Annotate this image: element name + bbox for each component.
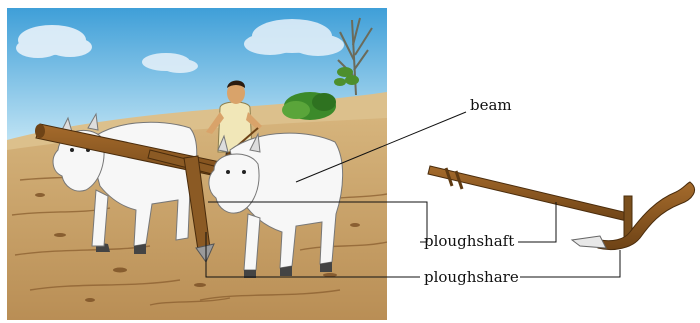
ploughshaft-label: ploughshaft bbox=[424, 232, 514, 250]
ploughshare-leader-right bbox=[520, 250, 620, 277]
ploughing-scene-illustration bbox=[7, 8, 387, 320]
ploughshaft-leader-right bbox=[518, 202, 556, 242]
beam-label: beam bbox=[470, 96, 512, 114]
plough-share-tip bbox=[572, 236, 606, 248]
ploughshare-label: ploughshare bbox=[424, 268, 519, 286]
